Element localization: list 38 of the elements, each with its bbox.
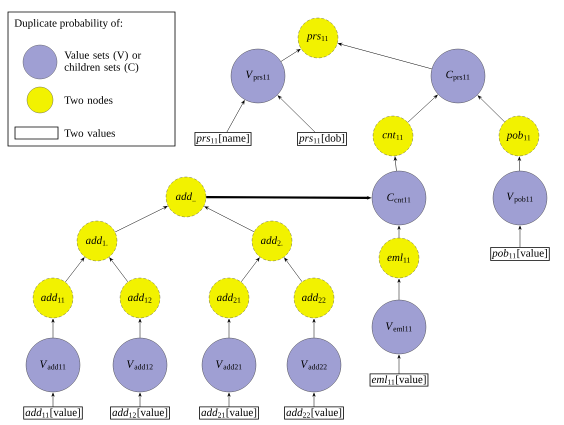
arrow	[397, 278, 401, 300]
arrow	[312, 318, 316, 338]
arrow	[397, 354, 401, 374]
arrow	[518, 156, 521, 172]
arrow	[394, 156, 397, 172]
arrow	[518, 226, 522, 248]
legend-text: Two nodes	[64, 96, 113, 104]
arrow	[227, 318, 231, 338]
value-box: prs$_{11}$[name]	[194, 132, 252, 146]
arrow	[240, 257, 260, 282]
arrow	[338, 42, 432, 70]
legend-text: Value sets (V) or children sets (C)	[64, 51, 142, 73]
value-box: eml$_{11}$[value]	[370, 373, 428, 387]
arrow	[114, 206, 168, 232]
value-box: pob$_{11}$[value]	[490, 247, 550, 261]
arrow	[312, 392, 316, 407]
arrow	[226, 100, 245, 132]
value-box: add$_{21}$[value]	[199, 406, 259, 420]
arrow	[227, 392, 231, 407]
value-box: add$_{22}$[value]	[284, 406, 344, 420]
legend-title: Duplicate probability of:	[14, 18, 122, 30]
value-box: add$_{11}$[value]	[23, 406, 83, 420]
arrow	[397, 226, 401, 238]
arrow	[204, 206, 254, 232]
arrow	[138, 318, 142, 338]
arrow	[478, 95, 505, 122]
arrow	[51, 392, 55, 407]
arrow	[278, 95, 316, 132]
arrow	[138, 392, 142, 407]
arrow	[284, 258, 302, 282]
arrow	[51, 318, 55, 338]
legend-text: Two values	[64, 129, 115, 137]
value-box: add$_{12}$[value]	[110, 406, 170, 420]
arrow	[280, 48, 301, 62]
arrow	[408, 94, 438, 123]
arrow	[65, 257, 84, 282]
arrow	[109, 257, 128, 282]
value-box: prs$_{11}$[dob]	[297, 132, 347, 146]
